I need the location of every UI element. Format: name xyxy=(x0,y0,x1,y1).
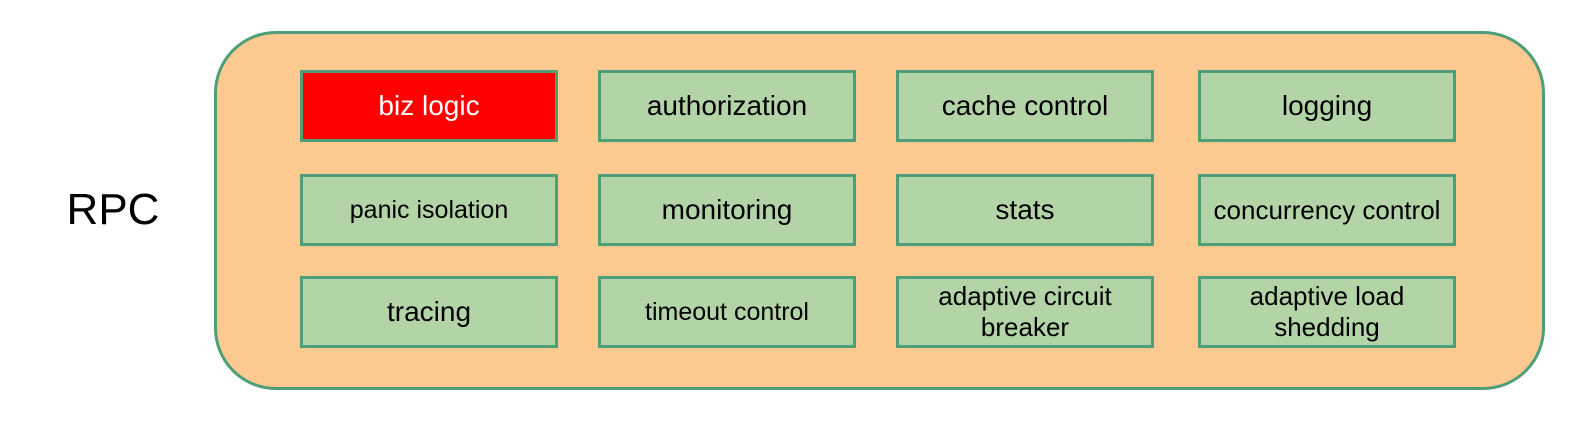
feature-box-adaptive-circuit-breaker[interactable]: adaptive circuit breaker xyxy=(896,276,1154,348)
feature-box-logging[interactable]: logging xyxy=(1198,70,1456,142)
feature-box-cache-control[interactable]: cache control xyxy=(896,70,1154,142)
rpc-side-label: RPC xyxy=(66,185,160,234)
feature-box-adaptive-load-shedding[interactable]: adaptive load shedding xyxy=(1198,276,1456,348)
feature-box-authorization[interactable]: authorization xyxy=(598,70,856,142)
feature-box-timeout-control[interactable]: timeout control xyxy=(598,276,856,348)
feature-box-biz-logic[interactable]: biz logic xyxy=(300,70,558,142)
feature-box-stats[interactable]: stats xyxy=(896,174,1154,246)
feature-box-tracing[interactable]: tracing xyxy=(300,276,558,348)
feature-box-concurrency-control[interactable]: concurrency control xyxy=(1198,174,1456,246)
feature-box-panic-isolation[interactable]: panic isolation xyxy=(300,174,558,246)
feature-box-monitoring[interactable]: monitoring xyxy=(598,174,856,246)
rpc-framework-container: biz logic authorization cache control lo… xyxy=(214,31,1545,390)
